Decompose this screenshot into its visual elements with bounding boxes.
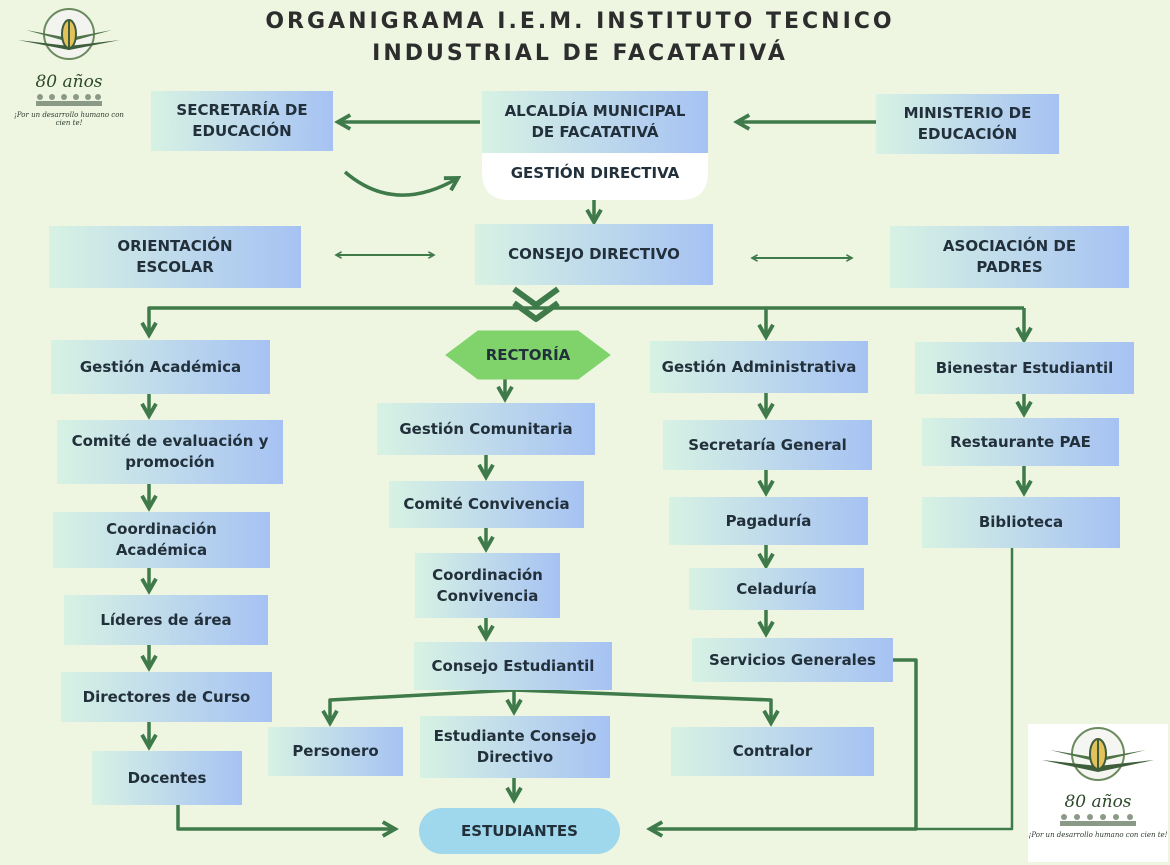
node-lideres-area: Líderes de área	[64, 595, 268, 645]
node-consejo-estudiantil: Consejo Estudiantil	[414, 642, 612, 690]
node-pagaduria: Pagaduría	[669, 497, 868, 545]
node-gestion-administrativa: Gestión Administrativa	[650, 341, 868, 393]
node-consejo-directivo: CONSEJO DIRECTIVO	[475, 224, 713, 285]
logo-motto: ¡Por un desarrollo humano con cien te!	[14, 111, 124, 128]
node-ministerio: MINISTERIO DE EDUCACIÓN	[876, 94, 1059, 154]
line-servicios-estudiantes	[650, 658, 918, 829]
chart-title: ORGANIGRAMA I.E.M. INSTITUTO TECNICO IND…	[170, 6, 990, 70]
node-orientacion: ORIENTACIÓN ESCOLAR	[49, 226, 301, 288]
gestion-directiva-shape	[482, 152, 708, 200]
node-coordinacion-convivencia: Coordinación Convivencia	[415, 553, 560, 618]
node-celaduria: Celaduría	[689, 568, 864, 610]
people-icon	[36, 94, 102, 106]
chevron-1	[512, 286, 560, 308]
node-restaurante: Restaurante PAE	[922, 418, 1119, 466]
node-directores-curso: Directores de Curso	[61, 672, 272, 722]
node-secretaria-general: Secretaría General	[663, 420, 872, 470]
node-alcaldia: ALCALDÍA MUNICIPAL DE FACATATIVÁ	[482, 91, 708, 153]
line-to-personero	[330, 688, 515, 723]
line-to-contralor	[513, 688, 771, 723]
people-icon	[1060, 814, 1136, 826]
node-servicios-generales: Servicios Generales	[692, 638, 893, 682]
node-coordinacion-academica: Coordinación Académica	[53, 512, 270, 568]
crest-icon	[1042, 727, 1154, 781]
rectoria-shape	[445, 330, 611, 380]
node-gestion-academica: Gestión Académica	[51, 340, 270, 394]
line-to-academica	[149, 306, 536, 335]
node-docentes: Docentes	[92, 751, 242, 805]
line-docentes-estudiantes	[176, 805, 395, 829]
node-secretaria-educacion: SECRETARÍA DE EDUCACIÓN	[151, 91, 333, 151]
node-personero: Personero	[268, 727, 403, 776]
estudiantes-shape	[419, 808, 620, 854]
node-estudiantes: ESTUDIANTES	[461, 821, 578, 840]
node-gestion-directiva: GESTIÓN DIRECTIVA	[510, 163, 680, 182]
crest-icon	[18, 8, 120, 60]
node-bienestar: Bienestar Estudiantil	[915, 342, 1134, 394]
title-line-2: INDUSTRIAL DE FACATATIVÁ	[372, 40, 788, 66]
node-estudiante-consejo: Estudiante Consejo Directivo	[420, 716, 610, 778]
node-asociacion-padres: ASOCIACIÓN DE PADRES	[890, 226, 1129, 288]
school-logo-top: 80 años ¡Por un desarrollo humano con ci…	[8, 6, 130, 154]
title-line-1: ORGANIGRAMA I.E.M. INSTITUTO TECNICO	[265, 9, 895, 34]
curved-arrow	[343, 170, 458, 197]
logo-years: 80 años	[35, 72, 103, 92]
school-logo-bottom: 80 años ¡Por un desarrollo humano con ci…	[1028, 724, 1168, 862]
node-biblioteca: Biblioteca	[922, 497, 1120, 548]
logo-years: 80 años	[1064, 792, 1132, 812]
node-rectoria: RECTORÍA	[485, 345, 571, 364]
node-gestion-comunitaria: Gestión Comunitaria	[377, 403, 595, 455]
line-biblioteca-estudiantes	[916, 548, 1014, 831]
node-comite-convivencia: Comité Convivencia	[389, 481, 584, 528]
node-comite-evaluacion: Comité de evaluación y promoción	[57, 420, 283, 484]
logo-motto: ¡Por un desarrollo humano con cien te!	[1028, 831, 1168, 839]
node-contralor: Contralor	[671, 727, 874, 776]
